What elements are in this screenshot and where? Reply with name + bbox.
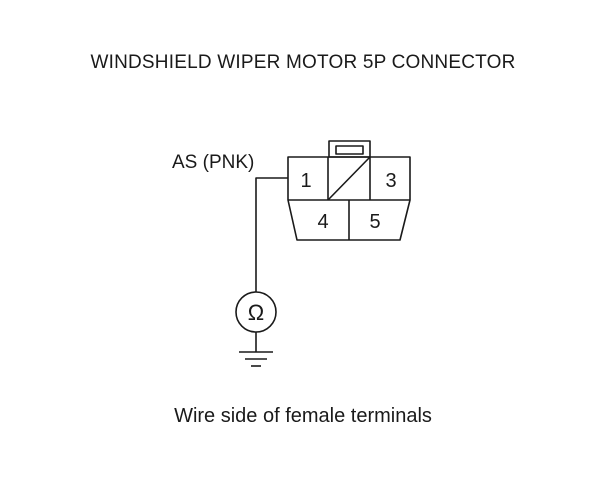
- terminal-label-1: 1: [300, 170, 311, 192]
- connector-lock-slot: [335, 145, 364, 155]
- diagram-caption: Wire side of female terminals: [174, 405, 432, 427]
- wire-as-pnk: [255, 177, 288, 292]
- ground-icon: [239, 351, 273, 367]
- wire-label: AS (PNK): [172, 152, 254, 173]
- diagram-title: WINDSHIELD WIPER MOTOR 5P CONNECTOR: [90, 52, 516, 73]
- terminal-label-4: 4: [317, 211, 328, 233]
- terminal-label-3: 3: [385, 170, 396, 192]
- ohmmeter-symbol: Ω: [248, 300, 264, 325]
- empty-cavity-mark: [327, 156, 371, 201]
- connector-lock-tab: [328, 140, 371, 158]
- terminal-label-5: 5: [369, 211, 380, 233]
